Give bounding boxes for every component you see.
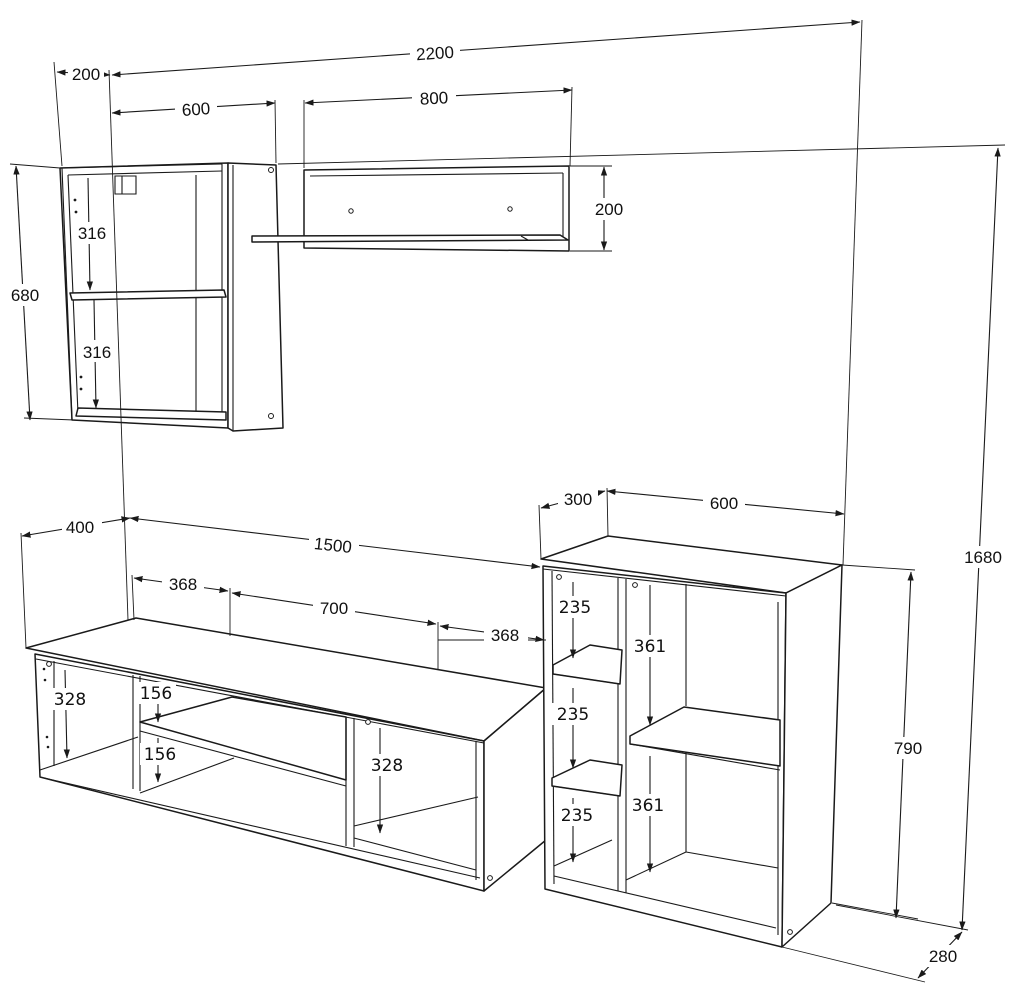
label-tv-middle-section: 700 — [320, 599, 348, 618]
dimension-labels: 2200 200 600 800 680 200 316 316 1680 40… — [4, 42, 1008, 967]
label-tv-stand-width: 1500 — [313, 534, 353, 557]
label-wall-cabinet-lower-opening: 316 — [83, 343, 111, 362]
label-shelf-width: 800 — [419, 88, 448, 108]
bookcase — [540, 535, 843, 948]
label-tv-right-opening: 328 — [371, 756, 403, 776]
label-tv-left-opening: 328 — [54, 690, 86, 710]
dim-line-2200 — [111, 19, 861, 78]
label-tv-left-section: 368 — [169, 575, 197, 594]
label-wall-cabinet-offset: 200 — [72, 65, 100, 84]
label-total-height: 1680 — [964, 548, 1002, 567]
floating-shelf — [251, 165, 570, 252]
label-tv-middle-lower: 156 — [144, 745, 176, 765]
label-bookcase-wide-upper: 361 — [634, 637, 666, 657]
label-bookcase-narrow-bottom: 235 — [561, 806, 593, 826]
label-shelf-height: 200 — [595, 200, 623, 219]
label-total-width: 2200 — [416, 43, 455, 65]
tv-stand — [25, 617, 547, 892]
label-bookcase-height: 790 — [894, 739, 922, 758]
label-bookcase-narrow-top: 235 — [559, 598, 591, 618]
wall-cabinet — [59, 162, 284, 432]
dim-line-1680 — [959, 147, 1001, 931]
label-bookcase-narrow-middle: 235 — [557, 705, 589, 725]
label-tv-stand-offset: 400 — [66, 518, 94, 537]
label-wall-cabinet-height: 680 — [11, 286, 39, 305]
label-tv-middle-upper: 156 — [140, 684, 172, 704]
label-bookcase-narrow-width: 300 — [564, 490, 592, 509]
label-wall-cabinet-upper-opening: 316 — [78, 224, 106, 243]
label-depth: 280 — [929, 947, 957, 966]
label-tv-right-section: 368 — [491, 626, 519, 645]
label-wall-cabinet-width: 600 — [181, 99, 211, 120]
label-bookcase-wide-lower: 361 — [632, 796, 664, 816]
dim-line-328-left — [63, 669, 70, 759]
label-bookcase-wide-width: 600 — [710, 494, 738, 513]
